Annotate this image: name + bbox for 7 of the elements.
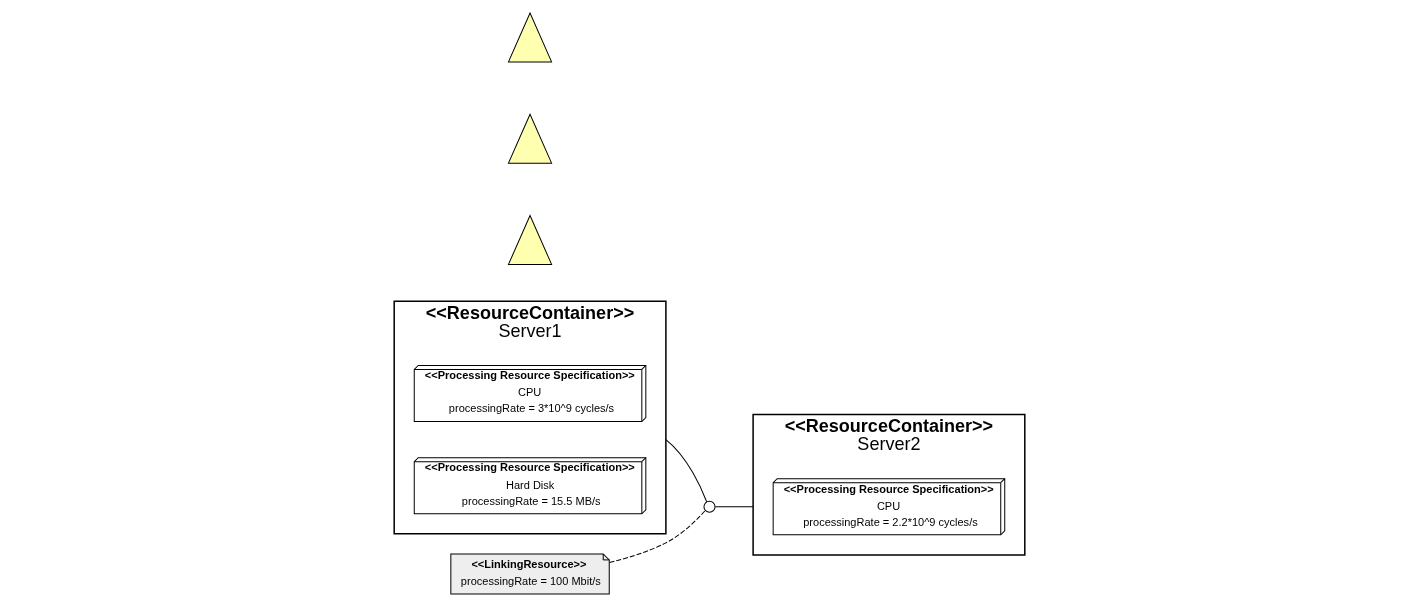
node-circle (703, 500, 715, 513)
node-triangle (507, 12, 552, 62)
node-triangle (507, 113, 552, 164)
connector (664, 438, 707, 502)
node-triangle (507, 214, 552, 265)
connector (608, 509, 705, 563)
connector (714, 505, 754, 507)
